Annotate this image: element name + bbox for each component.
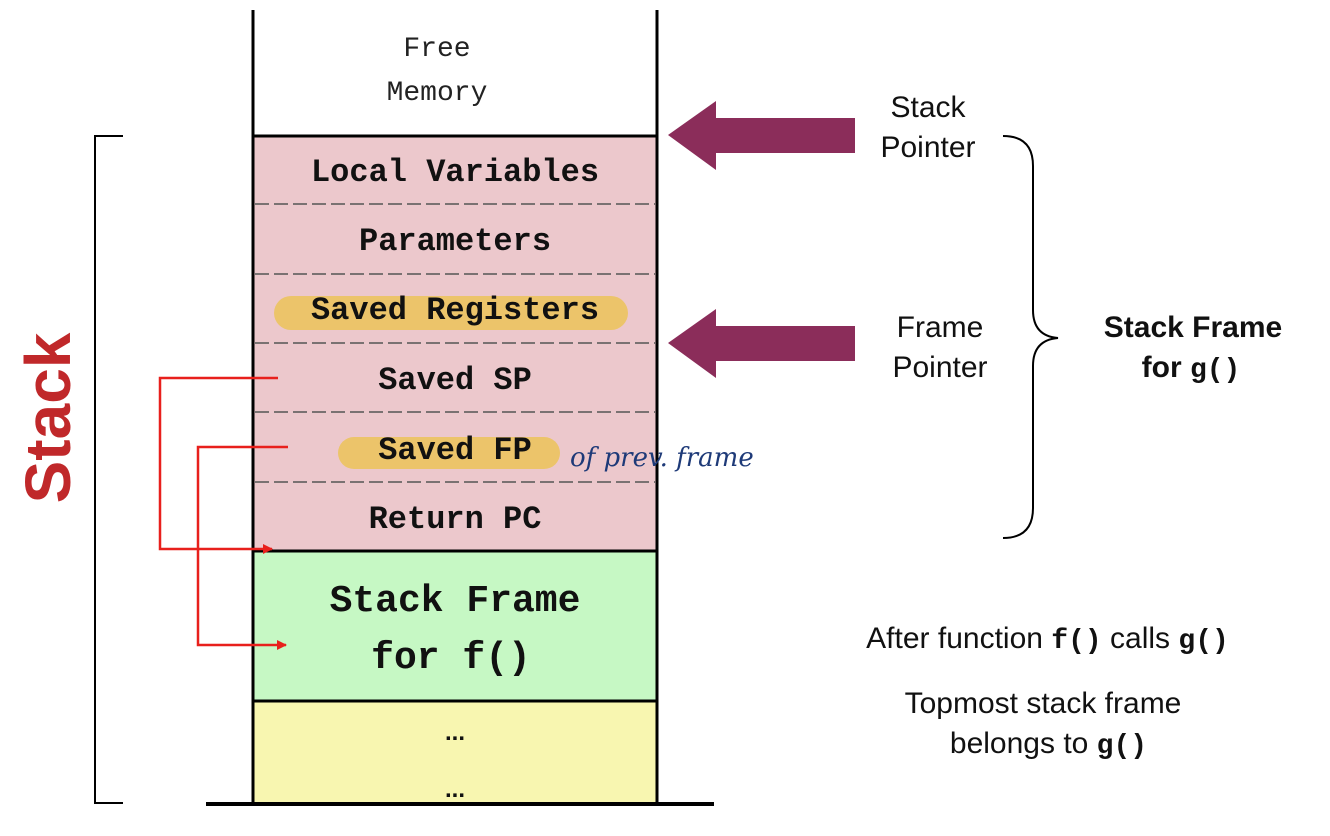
row-parameters: Parameters <box>359 223 551 260</box>
frame-f-line1: Stack Frame <box>330 580 581 623</box>
stack-frame-f <box>251 549 659 703</box>
row-saved-registers: Saved Registers <box>311 292 599 329</box>
caption-topmost-prefix: belongs to <box>950 727 1097 760</box>
saved-fp-link-arrow <box>196 445 288 650</box>
stack-label: Stack <box>12 332 84 503</box>
caption-after-call-g: g() <box>1178 626 1228 657</box>
caption-topmost-line2: belongs to g() <box>912 727 1169 762</box>
row-saved-sp: Saved SP <box>378 362 532 399</box>
highlight-saved-registers <box>274 296 628 330</box>
caption-after-call-f: f() <box>1051 626 1101 657</box>
row-local-variables: Local Variables <box>311 154 599 191</box>
stack-frame-g-label-line2: for g() <box>1142 351 1241 386</box>
caption-after-call: After function f() calls g() <box>829 622 1252 657</box>
frame-g-brace <box>1002 135 1059 539</box>
bottom-ellipsis-1: ... <box>445 719 465 746</box>
caption-after-call-prefix: After function <box>866 622 1051 655</box>
row-saved-fp: Saved FP <box>378 432 532 469</box>
annotation-prev-frame: of prev. frame <box>570 443 754 473</box>
caption-after-call-middle: calls <box>1102 622 1179 655</box>
stack-pointer-arrow <box>668 101 855 170</box>
stack-pointer-label-line1: Stack <box>890 91 966 124</box>
highlight-saved-fp <box>338 437 560 469</box>
frame-f-line2: for f() <box>371 637 531 680</box>
stack-frame-g-label-prefix: for <box>1142 351 1190 384</box>
frame-pointer-arrow <box>668 309 855 378</box>
stack-bracket <box>94 135 123 804</box>
frame-pointer-label-line1: Frame <box>897 311 984 344</box>
stack-frame-g-label-code: g() <box>1190 355 1240 386</box>
free-memory-line2: Memory <box>387 78 488 109</box>
stack-bottom-frames <box>251 699 659 806</box>
caption-topmost-line1: Topmost stack frame <box>905 687 1182 720</box>
stack-pointer-label-line2: Pointer <box>880 131 975 164</box>
saved-sp-link-arrow <box>158 376 278 554</box>
stack-frame-g-label-line1: Stack Frame <box>1104 311 1282 344</box>
row-return-pc: Return PC <box>369 501 542 538</box>
frame-pointer-label-line2: Pointer <box>892 351 987 384</box>
caption-topmost-code: g() <box>1097 731 1147 762</box>
frame-g-separators <box>255 203 655 483</box>
bottom-ellipsis-2: ... <box>445 776 465 803</box>
free-memory-line1: Free <box>403 34 470 65</box>
